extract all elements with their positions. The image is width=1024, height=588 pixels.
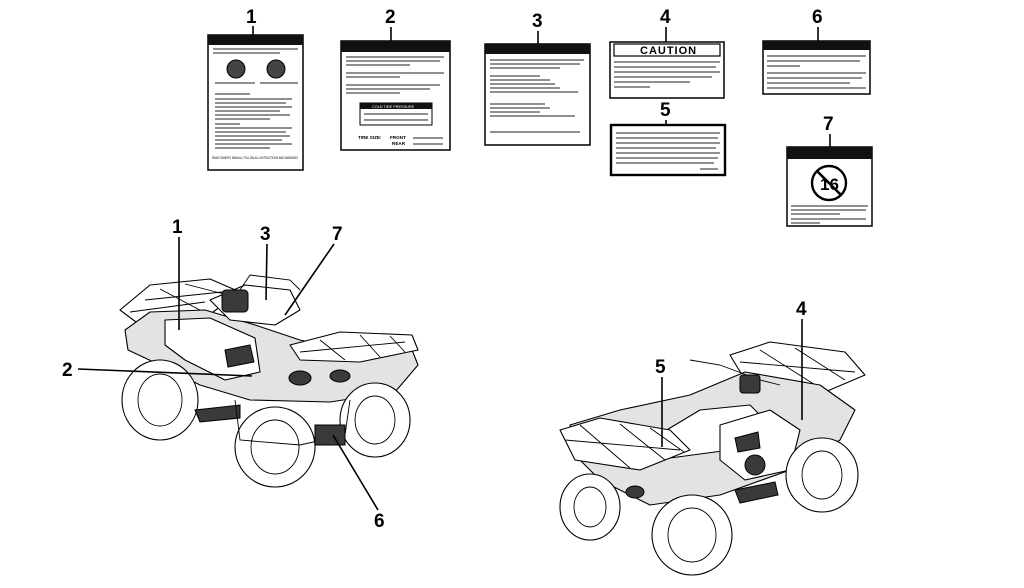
label-5-border <box>609 123 727 177</box>
atv-front-front-wheel-right-rim <box>354 395 396 445</box>
atv-front-callout-6: 6 <box>374 511 385 532</box>
label-4-caution-heading: CAUTION <box>640 45 697 57</box>
label-3: 3 <box>484 11 591 146</box>
atv-rear-view <box>559 341 866 576</box>
label-3-warning-bar <box>485 44 590 54</box>
label-2-fine-print <box>346 56 444 94</box>
atv-rear-rear-wheel-left-rim <box>573 486 607 528</box>
label-2-warning-bar <box>341 41 450 52</box>
label-7-warning-bar <box>787 147 872 159</box>
label-2-pressure-table-header <box>360 103 432 109</box>
atv-front-rear-wheel-left-rim <box>137 373 183 427</box>
label-1-pictogram-rollover-icon <box>226 59 246 79</box>
atv-rear-instrument-pod <box>739 374 761 394</box>
atv-rear-taillight-right <box>625 485 645 499</box>
label-5-fine-print <box>616 132 720 170</box>
label-7-prohibition-slash <box>816 170 842 196</box>
label-7-number: 7 <box>823 114 834 135</box>
atv-front-leader-7 <box>284 243 335 316</box>
label-1-number: 1 <box>246 7 257 28</box>
atv-rear-rear-wheel-right <box>651 494 733 576</box>
label-6-warning-bar <box>763 41 870 50</box>
label-5: 5 <box>609 100 727 177</box>
atv-front-rear-wheel-left <box>121 359 199 441</box>
label-4-number: 4 <box>660 7 671 28</box>
atv-front-rear-rack-bars <box>129 283 233 319</box>
label-6: 6 <box>762 7 871 95</box>
label-6-fine-print <box>767 55 866 89</box>
atv-rear-callout-5: 5 <box>655 357 666 378</box>
label-1-fine-print-top <box>213 48 298 54</box>
label-1-warning-bar <box>208 35 303 45</box>
atv-front-callout-2: 2 <box>62 360 73 381</box>
label-3-plate <box>484 43 591 146</box>
label-4-fine-print <box>614 61 720 88</box>
atv-front-callout-1: 1 <box>172 217 183 238</box>
label-7-plate <box>786 146 873 227</box>
atv-front-callout-7: 7 <box>332 224 343 245</box>
atv-front-front-rack-bars <box>299 334 406 361</box>
atv-rear-handlebar <box>689 359 781 386</box>
atv-rear-rear-rack <box>559 417 691 471</box>
atv-front-footrest <box>194 404 241 423</box>
atv-rear-rear-wheel-left <box>559 473 621 541</box>
atv-front-view <box>119 274 419 488</box>
atv-front-leader-2 <box>77 368 253 377</box>
label-3-fine-print <box>490 59 584 133</box>
atv-front-handlebar <box>239 274 301 291</box>
atv-front-lower-frame <box>234 399 351 446</box>
atv-front-front-wheel-left <box>234 406 316 488</box>
atv-front-headlight-left <box>288 370 312 386</box>
atv-rear-side-vent <box>734 431 761 453</box>
label-2-plate <box>340 40 451 151</box>
label-1: 1 READ OWNER'S MANUAL. FO <box>207 7 304 171</box>
atv-front-leader-3 <box>265 243 268 301</box>
atv-front-fuel-cap <box>221 289 249 313</box>
label-2-number: 2 <box>385 7 396 28</box>
atv-rear-rear-rack-bars <box>564 423 685 469</box>
atv-front-callout-3: 3 <box>260 224 271 245</box>
label-2-tire-size: TIRE SIZE: <box>358 135 382 140</box>
label-3-number: 3 <box>532 11 543 32</box>
label-2: 2 COLD TIRE PRESSURE TIRE SIZE: FRONT RE… <box>340 7 451 151</box>
label-4-caution-box <box>613 43 721 57</box>
atv-rear-hub-detail <box>744 454 766 476</box>
atv-rear-callout-4: 4 <box>796 299 807 320</box>
label-5-number: 5 <box>660 100 671 121</box>
atv-rear-footrest <box>734 481 779 504</box>
label-2-front-label: FRONT <box>390 135 406 140</box>
label-1-footer-text: READ OWNER'S MANUAL. FOLLOW ALL INSTRUCT… <box>212 156 298 160</box>
label-1-pictogram-passenger-icon <box>266 59 286 79</box>
label-7: 7 16 <box>786 114 873 227</box>
label-2-rear-label: REAR <box>392 141 406 146</box>
atv-front-side-vent <box>224 344 255 368</box>
atv-rear-rear-wheel-right-rim <box>667 507 717 563</box>
atv-front-headlight-right <box>329 369 351 383</box>
atv-front-front-wheel-left-rim <box>250 419 300 475</box>
atv-front-leader-6 <box>332 434 379 511</box>
label-4: 4 CAUTION <box>609 7 725 99</box>
label-7-fine-print <box>791 205 868 224</box>
label-6-number: 6 <box>812 7 823 28</box>
atv-rear-front-wheel-right <box>785 437 859 513</box>
atv-front-skid-area <box>314 424 346 446</box>
atv-front-front-wheel-right <box>339 382 411 458</box>
atv-rear-front-wheel-right-rim <box>801 450 843 500</box>
atv-rear-front-rack-bars <box>739 347 856 389</box>
label-1-fine-print-body <box>215 82 298 149</box>
label-2-pressure-title: COLD TIRE PRESSURE <box>372 105 415 109</box>
